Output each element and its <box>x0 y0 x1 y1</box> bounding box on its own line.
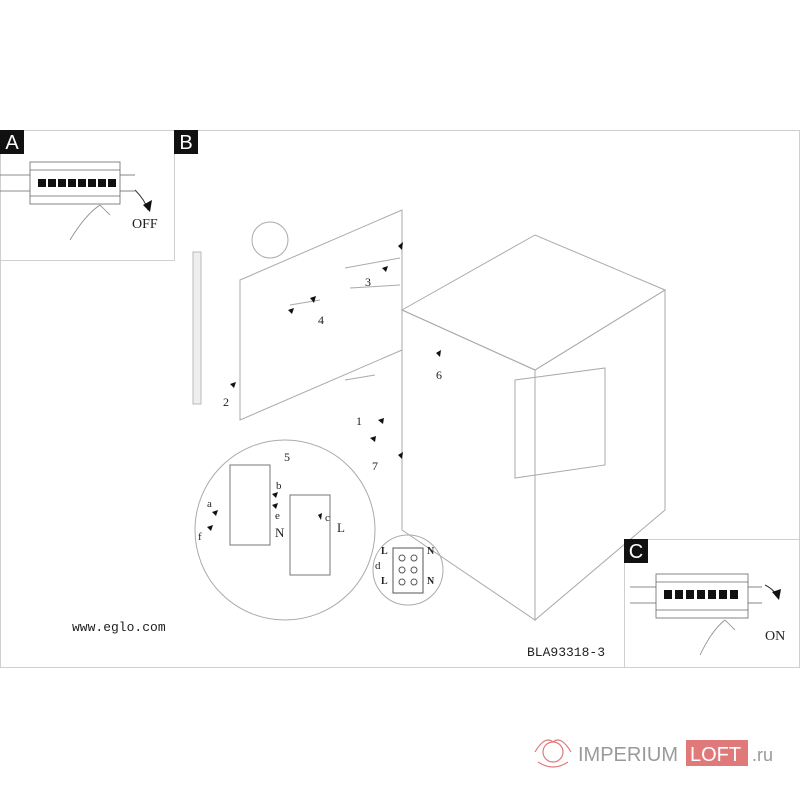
live-label: L <box>337 520 345 535</box>
watermark-logo-icon <box>534 739 572 768</box>
terminal-n2: N <box>427 576 435 587</box>
breaker-switches-on <box>664 590 738 599</box>
callout-1: 1 <box>356 414 362 428</box>
breaker-switches-off <box>38 179 116 187</box>
terminal-block <box>289 494 331 576</box>
on-label: ON <box>765 629 785 644</box>
wiring-labels: a f b e c d <box>198 480 381 572</box>
detail-circle-terminal <box>372 534 444 606</box>
panel-b-tag-box <box>174 130 198 154</box>
wire-label-c: c <box>325 512 330 524</box>
breaker-strip-off <box>0 161 135 205</box>
screw-4 <box>289 299 321 306</box>
wiring-pole-labels: N L <box>275 520 345 540</box>
lamp-right-face <box>534 289 666 622</box>
detail-circle-small <box>251 221 289 259</box>
callout-2: 2 <box>223 395 229 409</box>
panel-a-tag-box <box>0 130 24 154</box>
wire-label-e: e <box>275 510 280 522</box>
callout-4: 4 <box>318 313 324 327</box>
off-label: OFF <box>132 217 158 232</box>
callout-7: 7 <box>372 459 378 473</box>
panel-c-tag: C <box>629 541 643 563</box>
panel-b-tag: B <box>179 132 192 154</box>
wall-strip <box>192 251 202 405</box>
lamp-top <box>400 234 667 371</box>
terminal-labels: L N L N <box>381 546 435 587</box>
screw-3a <box>344 257 401 269</box>
hand-sketch-a <box>69 204 111 241</box>
callout-6: 6 <box>436 368 442 382</box>
wire-label-f: f <box>198 531 202 543</box>
panel-c-frame <box>624 539 800 668</box>
terminal-l2: L <box>381 576 388 587</box>
terminal-grid <box>392 547 424 594</box>
wire-label-d: d <box>375 560 381 572</box>
terminal-n1: N <box>427 546 435 557</box>
lamp-inner-panel <box>514 367 606 479</box>
junction-box <box>229 464 271 546</box>
watermark-loft-box <box>686 740 748 766</box>
watermark: IMPERIUM LOFT .ru <box>534 739 773 768</box>
callout-3: 3 <box>365 275 371 289</box>
callout-5: 5 <box>284 450 290 464</box>
breaker-strip-on <box>630 573 762 619</box>
arrow-head-on <box>772 589 781 600</box>
panel-a-tag: A <box>5 132 19 154</box>
watermark-imperium: IMPERIUM <box>578 744 678 766</box>
wire-label-b: b <box>276 480 282 492</box>
panel-a: A OFF <box>0 130 175 261</box>
website-text: www.eglo.com <box>72 620 166 635</box>
wire-label-a: a <box>207 498 212 510</box>
callout-numbers: 3 4 6 2 1 7 5 <box>223 275 442 473</box>
watermark-loft: LOFT <box>690 744 741 766</box>
panel-a-frame <box>0 130 175 261</box>
hand-sketch-c <box>699 619 736 656</box>
panel-c-tag-box <box>624 539 648 563</box>
screw-3b <box>349 284 401 289</box>
screw-mid <box>344 374 376 381</box>
exploded-view <box>192 209 667 622</box>
watermark-tld: .ru <box>752 745 773 765</box>
callout-pointers <box>207 242 441 531</box>
detail-circle-wiring <box>194 439 376 621</box>
document-code: BLA93318-3 <box>527 645 605 660</box>
terminal-l1: L <box>381 546 388 557</box>
panel-c: C ON <box>624 539 800 668</box>
neutral-label: N <box>275 525 285 540</box>
arrow-head-off <box>143 200 152 212</box>
